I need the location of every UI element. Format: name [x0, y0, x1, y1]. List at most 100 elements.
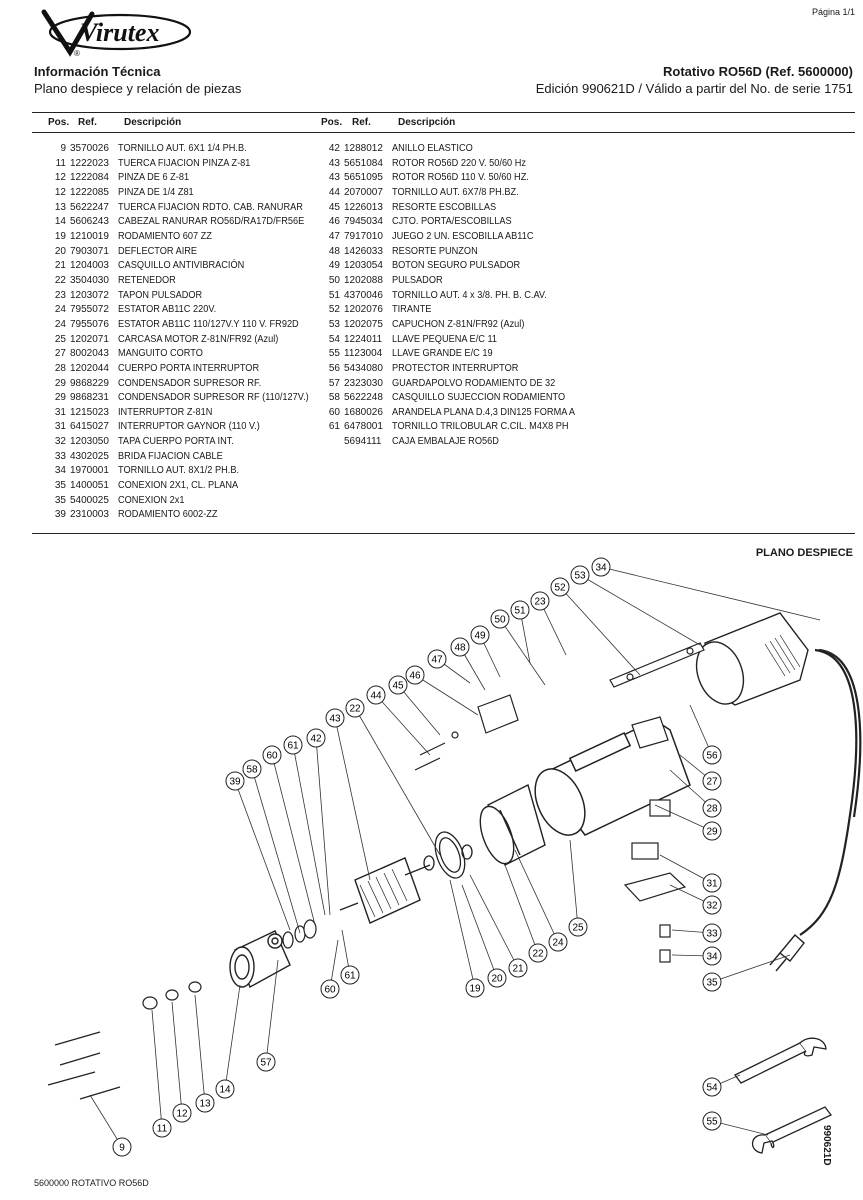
part-ref: 1210019: [70, 230, 109, 242]
power-cord: [799, 648, 862, 936]
part-desc: CASQUILLO SUJECCION RODAMIENTO: [392, 392, 566, 404]
part-ref: 4302025: [70, 450, 109, 462]
part-pos: 48: [328, 245, 340, 257]
callout-34: 34: [591, 557, 611, 577]
callout-circle: [530, 591, 550, 611]
leader-line: [224, 984, 241, 1090]
part-pos: 39: [54, 509, 66, 521]
col-header-desc-left: Descripción: [124, 117, 182, 128]
callout-number: 51: [514, 606, 526, 617]
part-desc: ESTATOR AB11C 110/127V.Y 110 V. FR92D: [118, 318, 299, 330]
part-row: 42 1288012 ANILLO ELASTICO: [306, 142, 591, 157]
part-desc: ANILLO ELASTICO: [392, 143, 473, 154]
part-desc: TIRANTE: [392, 304, 432, 316]
leader-line: [569, 839, 579, 928]
callout-circle: [450, 637, 470, 657]
callout-circle: [195, 1093, 215, 1113]
edition-line: Edición 990621D / Válido a partir del No…: [535, 81, 853, 96]
callout-number: 19: [469, 984, 481, 995]
footer-code: 5600000 ROTATIVO RO56D: [34, 1178, 149, 1188]
part-desc: INTERRUPTOR Z-81N: [118, 406, 213, 418]
callout-50: 50: [490, 609, 510, 629]
part-pos: 25: [54, 333, 66, 345]
callout-number: 47: [431, 655, 443, 666]
part-desc: ARANDELA PLANA D.4,3 DIN125 FORMA A: [392, 406, 576, 418]
callout-circle: [325, 708, 345, 728]
info-subtitle: Plano despiece y relación de piezas: [34, 81, 242, 96]
callout-number: 34: [595, 563, 607, 574]
part-ref: 1123004: [344, 348, 383, 360]
callout-61: 61: [283, 735, 303, 755]
part-pos: 27: [54, 348, 66, 360]
leader-line: [375, 694, 431, 756]
callout-circle: [256, 1052, 276, 1072]
part-desc: TAPA CUERPO PORTA INT.: [118, 436, 234, 448]
callout-44: 44: [366, 685, 386, 705]
leader-line: [600, 566, 821, 621]
leader-line: [89, 1094, 123, 1148]
callout-22: 22: [345, 698, 365, 718]
part-ref: 1288012: [344, 143, 383, 154]
callout-34: 34: [702, 946, 722, 966]
callout-number: 11: [157, 1124, 168, 1135]
callout-number: 9: [119, 1143, 125, 1154]
part-ref: 2070007: [344, 186, 383, 198]
callout-circle: [528, 943, 548, 963]
callout-circle: [345, 698, 365, 718]
callout-number: 44: [370, 691, 382, 702]
callout-number: 61: [287, 741, 299, 752]
callout-circle: [225, 771, 245, 791]
callout-circle: [262, 745, 282, 765]
part-desc: TUERCA FIJACION RDTO. CAB. RANURAR: [118, 201, 303, 213]
callout-51: 51: [510, 600, 530, 620]
part-pos: 42: [328, 143, 340, 154]
callout-circle: [215, 1079, 235, 1099]
end-cap: [695, 612, 809, 706]
part-ref: 3504030: [70, 274, 109, 286]
col-header-desc-right: Descripción: [398, 117, 456, 128]
part-desc: CONDENSADOR SUPRESOR RF (110/127V.): [118, 392, 309, 404]
part-pos: 12: [54, 186, 66, 198]
callout-circle: [510, 600, 530, 620]
part-ref: 1222084: [70, 172, 109, 184]
callout-number: 60: [324, 985, 336, 996]
part-pos: 60: [328, 406, 340, 418]
part-pos: 23: [54, 289, 66, 301]
switch-parts: [623, 716, 687, 963]
part-ref: 5622248: [344, 392, 383, 404]
info-block-left: Información Técnica Plano despiece y rel…: [34, 64, 241, 96]
callout-42: 42: [306, 728, 326, 748]
motor-housing: [534, 719, 691, 836]
part-desc: RODAMIENTO 6002-ZZ: [118, 509, 218, 521]
callout-circle: [366, 685, 386, 705]
part-desc: CAPUCHON Z-81N/FR92 (Azul): [392, 318, 525, 330]
callout-55: 55: [702, 1111, 722, 1131]
callout-number: 28: [706, 804, 718, 815]
callout-circle: [340, 965, 360, 985]
callout-47: 47: [427, 649, 447, 669]
leader-line: [504, 864, 539, 954]
part-desc: TORNILLO TRILOBULAR C.CIL. M4X8 PH: [392, 421, 569, 433]
table-header-rule: [32, 132, 855, 133]
stator: [479, 783, 546, 867]
callout-number: 34: [706, 952, 718, 963]
part-ref: 1222085: [70, 186, 109, 198]
part-ref: 1226013: [344, 201, 383, 213]
callout-number: 42: [310, 734, 322, 745]
leader-line: [559, 586, 641, 676]
part-ref: 1426033: [344, 245, 383, 257]
leader-line: [151, 1009, 163, 1129]
callout-circle: [465, 978, 485, 998]
callout-21: 21: [508, 958, 528, 978]
